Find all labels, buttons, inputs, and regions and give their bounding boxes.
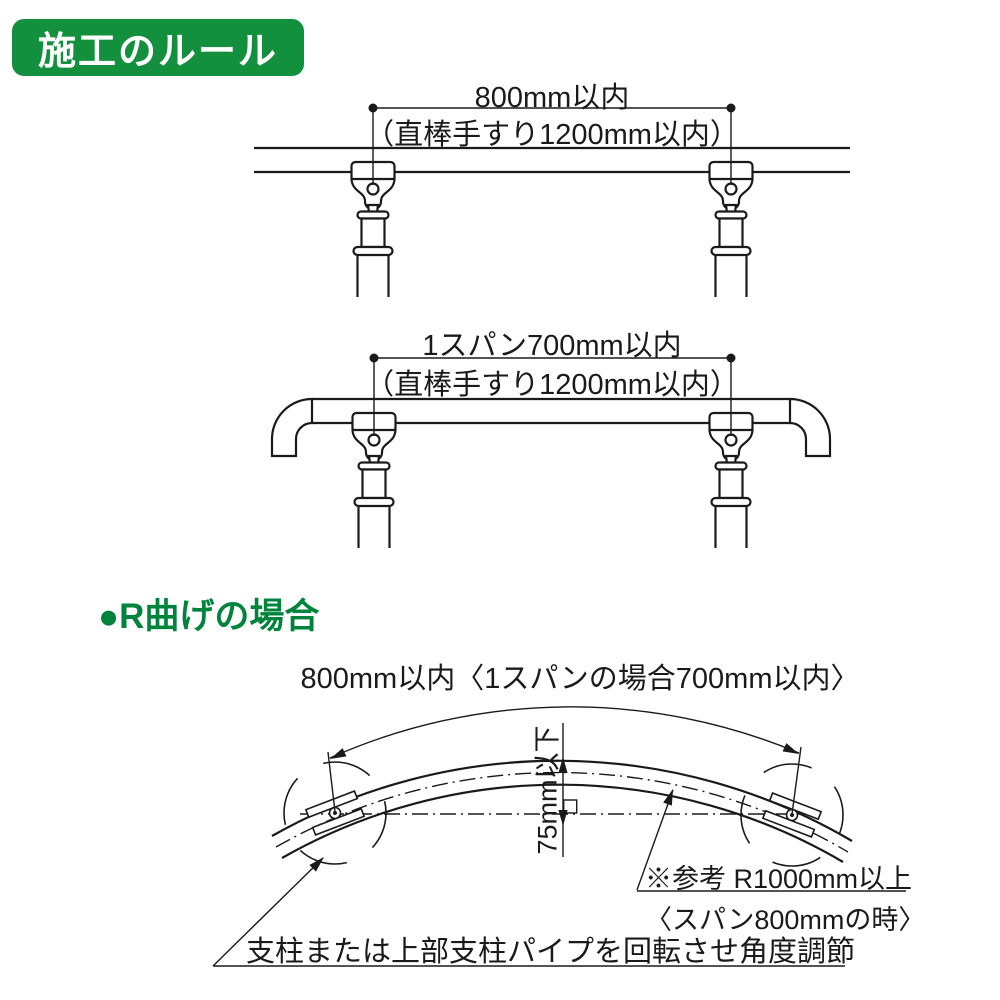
d2-span-dimension-label: 1スパン700mm以内	[422, 330, 682, 362]
r-bend-diagram	[212, 706, 906, 967]
rise-dimension-label: 75mm以下	[532, 725, 563, 855]
right-bracket-clamp	[761, 792, 823, 838]
r-bend-section-title: ●R曲げの場合	[98, 597, 320, 636]
rules-badge: 施工のルール	[12, 19, 304, 76]
left-bracket-clamp	[304, 790, 366, 836]
angle-adjustment-note: 支柱または上部支柱パイプを回転させ角度調節	[246, 936, 856, 968]
d1-span-dimension-label: 800mm以内	[474, 82, 630, 114]
d1-straight-rail-dimension-label: （直棒手すり1200mm以内）	[365, 119, 739, 151]
radius-reference-subnote: 〈スパン800mmの時〉	[645, 905, 926, 935]
one-span-handrail-diagram	[270, 353, 832, 550]
r-bend-span-dimension-label: 800mm以内〈1スパンの場合700mm以内〉	[300, 663, 860, 695]
radius-reference-note: ※参考 R1000mm以上	[645, 864, 913, 894]
d2-straight-rail-dimension-label: （直棒手すり1200mm以内）	[365, 369, 739, 401]
straight-handrail-diagram	[254, 103, 850, 299]
